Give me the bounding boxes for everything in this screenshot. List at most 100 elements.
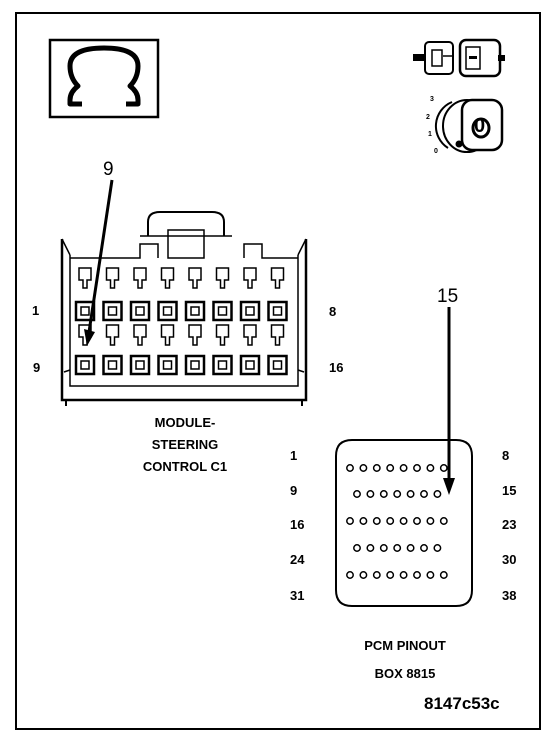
ohm-symbol-icon: [48, 38, 160, 119]
c1-pin-2: [102, 300, 123, 322]
pcm-pin-1: [346, 464, 354, 472]
c1-pin-contact: [80, 306, 90, 316]
c1-pin-latch: [188, 267, 202, 289]
pcm-pin-14: [420, 490, 428, 498]
c1-pin-latch: [188, 324, 202, 346]
c1-pin-contact: [245, 360, 255, 370]
pcm-pin-28: [406, 544, 415, 552]
pcm-row-label-left-24: 24: [290, 552, 305, 567]
pcm-pin-13: [406, 490, 415, 498]
pcm-pin-3: [372, 464, 381, 472]
pcm-row-label-right-23: 23: [502, 517, 517, 532]
ignition-key-icon: [434, 98, 504, 153]
pcm-pin-grid: [346, 464, 448, 579]
c1-pin-contact: [107, 306, 118, 316]
pcm-pin-2: [359, 464, 368, 472]
c1-pin-contact: [190, 306, 200, 316]
pcm-pin-16: [346, 517, 354, 525]
c1-caption-line-1: MODULE-: [154, 415, 216, 430]
pcm-pin-30: [433, 544, 442, 552]
pcm-callout-arrow: [443, 307, 455, 495]
c1-pin-14: [212, 354, 233, 376]
c1-connector-body: [60, 211, 308, 406]
pcm-pin-25: [366, 544, 375, 552]
c1-caption-line-3: CONTROL C1: [142, 459, 228, 474]
c1-pin-11: [129, 354, 151, 376]
pcm-row-label-right-38: 38: [502, 588, 517, 603]
pcm-pin-4: [386, 464, 395, 472]
pcm-row-label-right-8: 8: [502, 448, 510, 463]
c1-pin-9: [74, 354, 96, 376]
c1-pin-contact: [162, 360, 173, 370]
pcm-pin-38: [439, 571, 448, 579]
pcm-row-label-left-16: 16: [290, 517, 305, 532]
pcm-pin-29: [420, 544, 428, 552]
pcm-pin-18: [372, 517, 381, 525]
c1-callout-label: 9: [103, 159, 114, 180]
c1-pin-8: [267, 300, 288, 322]
dial-position-2: 2: [426, 114, 430, 121]
c1-pin-12: [157, 354, 178, 376]
pcm-pin-19: [386, 517, 395, 525]
c1-pin-label-8: 8: [329, 304, 337, 319]
connector-plug-icon: [413, 38, 505, 78]
c1-pin-latch: [78, 267, 92, 289]
c1-pin-4: [157, 300, 178, 322]
c1-pin-latch: [160, 267, 175, 289]
pcm-pin-8: [439, 464, 448, 472]
c1-pin-contact: [217, 360, 228, 370]
pcm-pin-12: [393, 490, 402, 498]
pcm-row-label-left-1: 1: [290, 448, 298, 463]
pcm-pin-17: [359, 517, 368, 525]
pcm-pin-37: [426, 571, 435, 579]
pcm-pin-9: [353, 490, 361, 498]
c1-pin-label-1: 1: [32, 303, 40, 318]
c1-pin-latch: [215, 267, 230, 289]
pcm-pin-15: [433, 490, 442, 498]
pcm-caption-line-2: BOX 8815: [374, 666, 436, 681]
key-mark: 0: [474, 115, 486, 137]
c1-pin-latch: [270, 324, 285, 346]
c1-pin-contact: [272, 306, 283, 316]
pcm-pin-10: [366, 490, 375, 498]
c1-pin-latch: [243, 324, 257, 346]
c1-pin-contact: [245, 306, 255, 316]
pcm-callout-label: 15: [437, 286, 459, 307]
pcm-pin-5: [399, 464, 408, 472]
c1-pin-10: [102, 354, 123, 376]
c1-pin-grid: [74, 267, 288, 376]
c1-pin-contact: [135, 306, 145, 316]
c1-pin-15: [239, 354, 261, 376]
pcm-pin-22: [426, 517, 435, 525]
c1-pin-latch: [133, 267, 147, 289]
pcm-pin-32: [359, 571, 368, 579]
c1-pin-5: [184, 300, 206, 322]
c1-pin-16: [267, 354, 288, 376]
c1-pin-contact: [162, 306, 173, 316]
c1-pin-latch: [133, 324, 147, 346]
pcm-pin-23: [439, 517, 448, 525]
pcm-pin-6: [413, 464, 421, 472]
c1-pin-latch: [160, 324, 175, 346]
c1-callout-arrow: [84, 179, 114, 346]
figure-id: 8147c53c: [424, 694, 500, 713]
c1-pin-latch: [215, 324, 230, 346]
c1-pin-contact: [217, 306, 228, 316]
c1-caption-line-2: STEERING: [151, 437, 219, 452]
c1-pin-contact: [272, 360, 283, 370]
c1-pin-latch: [270, 267, 285, 289]
c1-pin-latch: [243, 267, 257, 289]
dial-position-0: 0: [434, 148, 438, 155]
c1-pin-3: [129, 300, 151, 322]
pcm-pin-33: [372, 571, 381, 579]
pcm-pin-24: [353, 544, 361, 552]
pcm-pin-21: [413, 517, 421, 525]
pcm-caption: PCM PINOUT BOX 8815: [330, 632, 480, 688]
c1-pin-latch: [105, 324, 120, 346]
c1-pin-contact: [107, 360, 118, 370]
pcm-pin-34: [386, 571, 395, 579]
pcm-pin-31: [346, 571, 354, 579]
pcm-pin-35: [399, 571, 408, 579]
c1-pin-contact: [80, 360, 90, 370]
pcm-pin-7: [426, 464, 435, 472]
